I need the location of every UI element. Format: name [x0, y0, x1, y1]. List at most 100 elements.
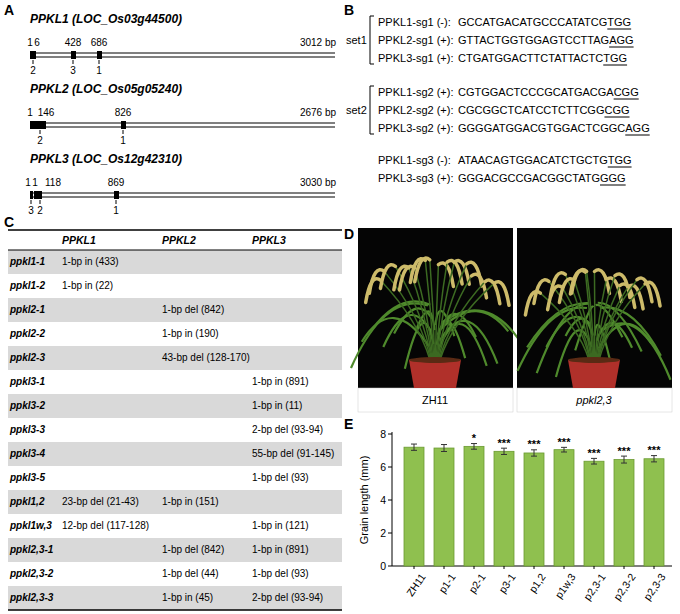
- sgrna-name: PPKL3-sg1 (+):: [378, 52, 454, 65]
- bar: [614, 460, 634, 566]
- bar: [404, 447, 424, 566]
- exon-box: [97, 51, 102, 59]
- error-cap: [561, 452, 567, 453]
- error-cap: [531, 456, 537, 457]
- mutant-name: ppkl3-2: [10, 400, 45, 412]
- target-number: 1: [113, 205, 119, 217]
- plant-stem: [409, 268, 432, 360]
- bar-label: p1,2: [526, 571, 548, 595]
- axis-tick: [534, 566, 535, 569]
- pam-underline: [604, 117, 629, 118]
- plant-stem: [594, 271, 596, 360]
- table-cell: 1-bp in (11): [252, 400, 302, 412]
- mutant-name: ppkl1w,3: [10, 520, 52, 532]
- photo-background: [517, 228, 672, 388]
- row-shading: [8, 586, 342, 610]
- table-cell: 1-bp del (842): [162, 304, 224, 316]
- table-rule: [8, 229, 342, 231]
- target-tick: [33, 60, 34, 64]
- mutant-name: ppkl2,3-2: [10, 568, 53, 580]
- axis-tick: [474, 566, 475, 569]
- bar: [584, 461, 604, 566]
- sgrna-name: PPKL2-sg1 (+):: [378, 34, 454, 47]
- significance-mark: ***: [618, 444, 631, 457]
- position-number: 869: [108, 177, 125, 189]
- table-header: PPKL3: [252, 234, 286, 246]
- table-cell: 1-bp del (93): [252, 472, 309, 484]
- table-cell: 2-bp del (93-94): [252, 424, 323, 436]
- table-rule: [8, 250, 342, 251]
- mutant-name: ppkl1-1: [10, 256, 45, 268]
- position-number: 428: [65, 37, 82, 49]
- mutant-name: ppkl3-5: [10, 472, 45, 484]
- set-bracket: [370, 86, 374, 134]
- pam-underline: [614, 99, 639, 100]
- error-cap: [651, 461, 657, 462]
- bar-label: p2,3-1: [581, 571, 608, 602]
- exon-box: [30, 51, 36, 59]
- row-shading: [8, 250, 342, 274]
- axis-tick: [388, 434, 392, 435]
- mutant-name: ppkl1,2: [10, 496, 44, 508]
- pam-underline: [608, 167, 632, 168]
- bar: [524, 453, 544, 566]
- plant-stem: [587, 271, 594, 360]
- sgrna-sequence: GCCATGACATGCCCATATCG: [458, 16, 607, 29]
- error-bar: [534, 450, 535, 456]
- error-cap: [501, 454, 507, 455]
- position-number: 118: [45, 177, 61, 189]
- bar: [494, 451, 514, 566]
- exon-box: [71, 51, 76, 59]
- table-cell: 23-bp del (21-43): [62, 496, 139, 508]
- plant-leaf: [440, 321, 498, 364]
- plant-panicle: [594, 270, 609, 294]
- tick-label: 4: [380, 494, 386, 506]
- axis-tick: [564, 566, 565, 569]
- bar-label: ZH11: [404, 571, 428, 598]
- error-bar: [474, 444, 475, 450]
- pam-sequence: CGG: [604, 104, 629, 117]
- exon-box: [34, 191, 42, 199]
- bar-label: p2-1: [466, 571, 488, 595]
- row-shading: [8, 442, 342, 466]
- plant-stem: [439, 282, 485, 360]
- target-tick: [123, 130, 124, 134]
- pam-sequence: TGG: [603, 52, 627, 65]
- position-number: 1: [25, 177, 31, 189]
- sgrna-sequence: ATAACAGTGGACATCTGCTG: [458, 154, 608, 167]
- gene-length: 2676 bp: [300, 107, 336, 119]
- bar: [464, 446, 484, 566]
- bar: [554, 450, 574, 566]
- pam-sequence: CGG: [614, 86, 639, 99]
- axis-tick: [388, 500, 392, 501]
- sgrna-sequence: CGTGGACTCCCGCATGACGA: [458, 86, 614, 99]
- target-tick: [73, 60, 74, 64]
- plant-panicle: [645, 282, 660, 306]
- panel-letter: C: [4, 214, 14, 230]
- plant-stem: [585, 272, 592, 360]
- plant-stem: [425, 260, 434, 360]
- gene-title: PPKL1 (LOC_Os03g44500): [30, 13, 182, 27]
- target-number: 2: [37, 135, 43, 147]
- target-tick: [99, 60, 100, 64]
- gene-length: 3030 bp: [300, 177, 336, 189]
- sgrna-name: PPKL1-sg2 (+):: [378, 86, 454, 99]
- axis-title: Grain length (mm): [358, 456, 371, 545]
- pam-sequence: GGG: [600, 172, 626, 185]
- row-shading: [8, 538, 342, 562]
- plant-stem: [440, 283, 494, 360]
- mutant-name: ppkl2-3: [10, 352, 45, 364]
- target-number: 3: [28, 205, 34, 217]
- table-cell: 2-bp del (93-94): [252, 592, 323, 604]
- table-cell: 1-bp in (433): [62, 256, 119, 268]
- sgrna-name: PPKL3-sg3 (+):: [378, 172, 454, 185]
- plant-panicle: [494, 282, 509, 306]
- table-cell: 1-bp in (45): [162, 592, 213, 604]
- mutant-name: ppkl2,3-1: [10, 544, 53, 556]
- axis-tick: [388, 566, 392, 567]
- sgrna-name: PPKL3-sg2 (+):: [378, 122, 454, 135]
- gene-line: [30, 193, 335, 194]
- table-cell: 1-bp in (891): [252, 544, 309, 556]
- error-cap: [591, 464, 597, 465]
- table-cell: 1-bp del (93): [252, 568, 309, 580]
